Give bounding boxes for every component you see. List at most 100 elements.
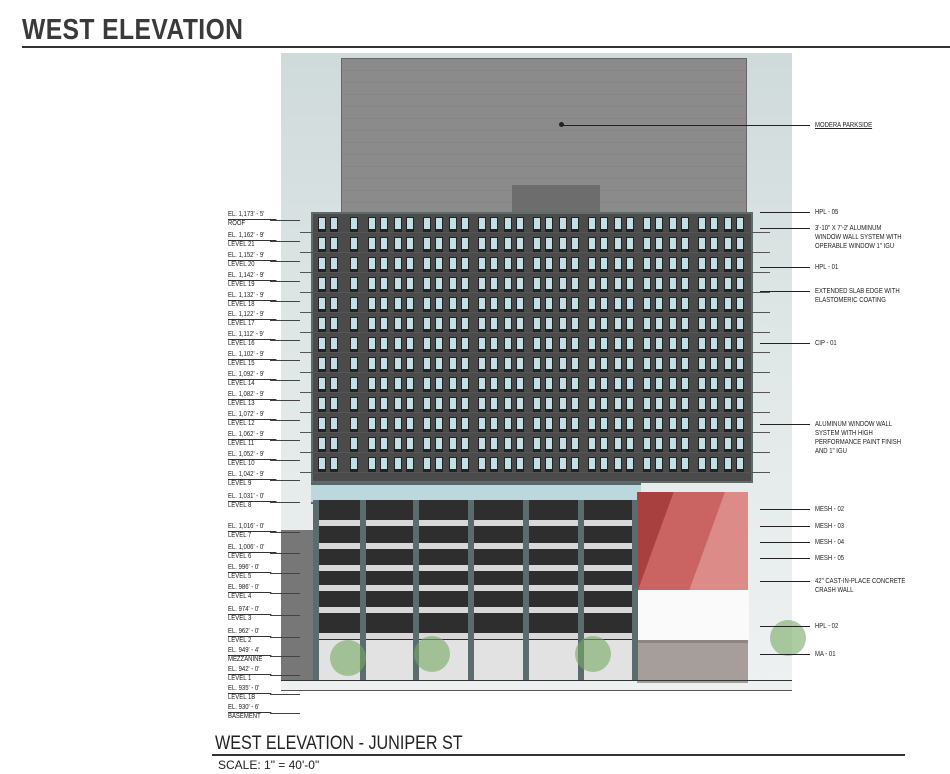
window <box>449 457 457 472</box>
window <box>545 237 553 252</box>
ma-01-wall <box>637 640 748 683</box>
window <box>736 417 744 432</box>
elevation-value: EL. 974' - 0' <box>228 606 272 615</box>
level-label: EL. 1,122' - 9'LEVEL 17 <box>228 311 277 328</box>
floor-line <box>300 372 770 373</box>
window <box>545 217 553 232</box>
window <box>318 377 326 392</box>
leader-line <box>760 343 810 344</box>
window <box>318 237 326 252</box>
window <box>571 277 579 292</box>
window <box>504 377 512 392</box>
tree <box>575 636 611 672</box>
window <box>681 337 689 352</box>
material-note: MESH - 05 <box>815 555 845 562</box>
window <box>559 217 567 232</box>
level-name: ROOF <box>228 220 246 227</box>
window <box>600 417 608 432</box>
leader-line <box>760 212 810 213</box>
leader-line <box>760 542 810 543</box>
window <box>571 457 579 472</box>
window <box>350 317 358 332</box>
window <box>435 217 443 232</box>
drawing-scale: SCALE: 1" = 40'-0" <box>218 758 320 772</box>
level-label: EL. 1,142' - 9'LEVEL 19 <box>228 272 277 289</box>
window <box>626 337 634 352</box>
window <box>350 217 358 232</box>
window <box>318 397 326 412</box>
elevation-value: EL. 1,082' - 9' <box>228 391 277 400</box>
window <box>655 417 663 432</box>
level-name: LEVEL 3 <box>228 615 252 622</box>
window <box>423 437 431 452</box>
window <box>710 457 718 472</box>
level-name: LEVEL 10 <box>228 460 255 467</box>
window <box>571 397 579 412</box>
window <box>406 337 414 352</box>
window <box>698 217 706 232</box>
window <box>588 377 596 392</box>
window <box>655 217 663 232</box>
window <box>710 257 718 272</box>
window <box>516 437 524 452</box>
window <box>406 257 414 272</box>
level-label: EL. 996' - 0'LEVEL 5 <box>228 564 272 581</box>
window <box>698 377 706 392</box>
window <box>614 397 622 412</box>
tree <box>414 636 450 672</box>
window <box>559 417 567 432</box>
level-label: EL. 1,006' - 0'LEVEL 6 <box>228 544 277 561</box>
window <box>516 257 524 272</box>
window <box>368 297 376 312</box>
window <box>516 457 524 472</box>
window <box>655 377 663 392</box>
window <box>724 377 732 392</box>
window <box>600 237 608 252</box>
window <box>571 337 579 352</box>
level-datum-line <box>270 261 300 262</box>
window <box>435 317 443 332</box>
window <box>380 257 388 272</box>
window <box>394 217 402 232</box>
leader-line <box>760 291 810 292</box>
window <box>318 317 326 332</box>
column <box>578 500 584 680</box>
level-name: LEVEL 1 <box>228 675 252 682</box>
level-datum-line <box>270 460 300 461</box>
window <box>449 317 457 332</box>
window <box>318 457 326 472</box>
window <box>350 437 358 452</box>
window <box>600 337 608 352</box>
window <box>406 437 414 452</box>
window <box>588 257 596 272</box>
window <box>724 337 732 352</box>
window <box>516 237 524 252</box>
window <box>330 377 338 392</box>
slab-edge <box>313 543 637 549</box>
elevation-value: EL. 996' - 0' <box>228 564 272 573</box>
level-name: LEVEL 6 <box>228 553 252 560</box>
window <box>614 417 622 432</box>
window <box>461 237 469 252</box>
window <box>350 277 358 292</box>
window <box>710 417 718 432</box>
window <box>368 437 376 452</box>
window <box>643 317 651 332</box>
window <box>330 257 338 272</box>
window <box>368 377 376 392</box>
window <box>655 397 663 412</box>
window <box>600 437 608 452</box>
window <box>504 237 512 252</box>
level-label: EL. 1,072' - 9'LEVEL 12 <box>228 411 277 428</box>
window <box>614 237 622 252</box>
window <box>655 317 663 332</box>
window <box>533 377 541 392</box>
window <box>681 277 689 292</box>
level-name: LEVEL 19 <box>228 281 255 288</box>
window <box>655 277 663 292</box>
window <box>724 257 732 272</box>
window <box>588 397 596 412</box>
window <box>559 397 567 412</box>
window <box>681 257 689 272</box>
window <box>350 297 358 312</box>
